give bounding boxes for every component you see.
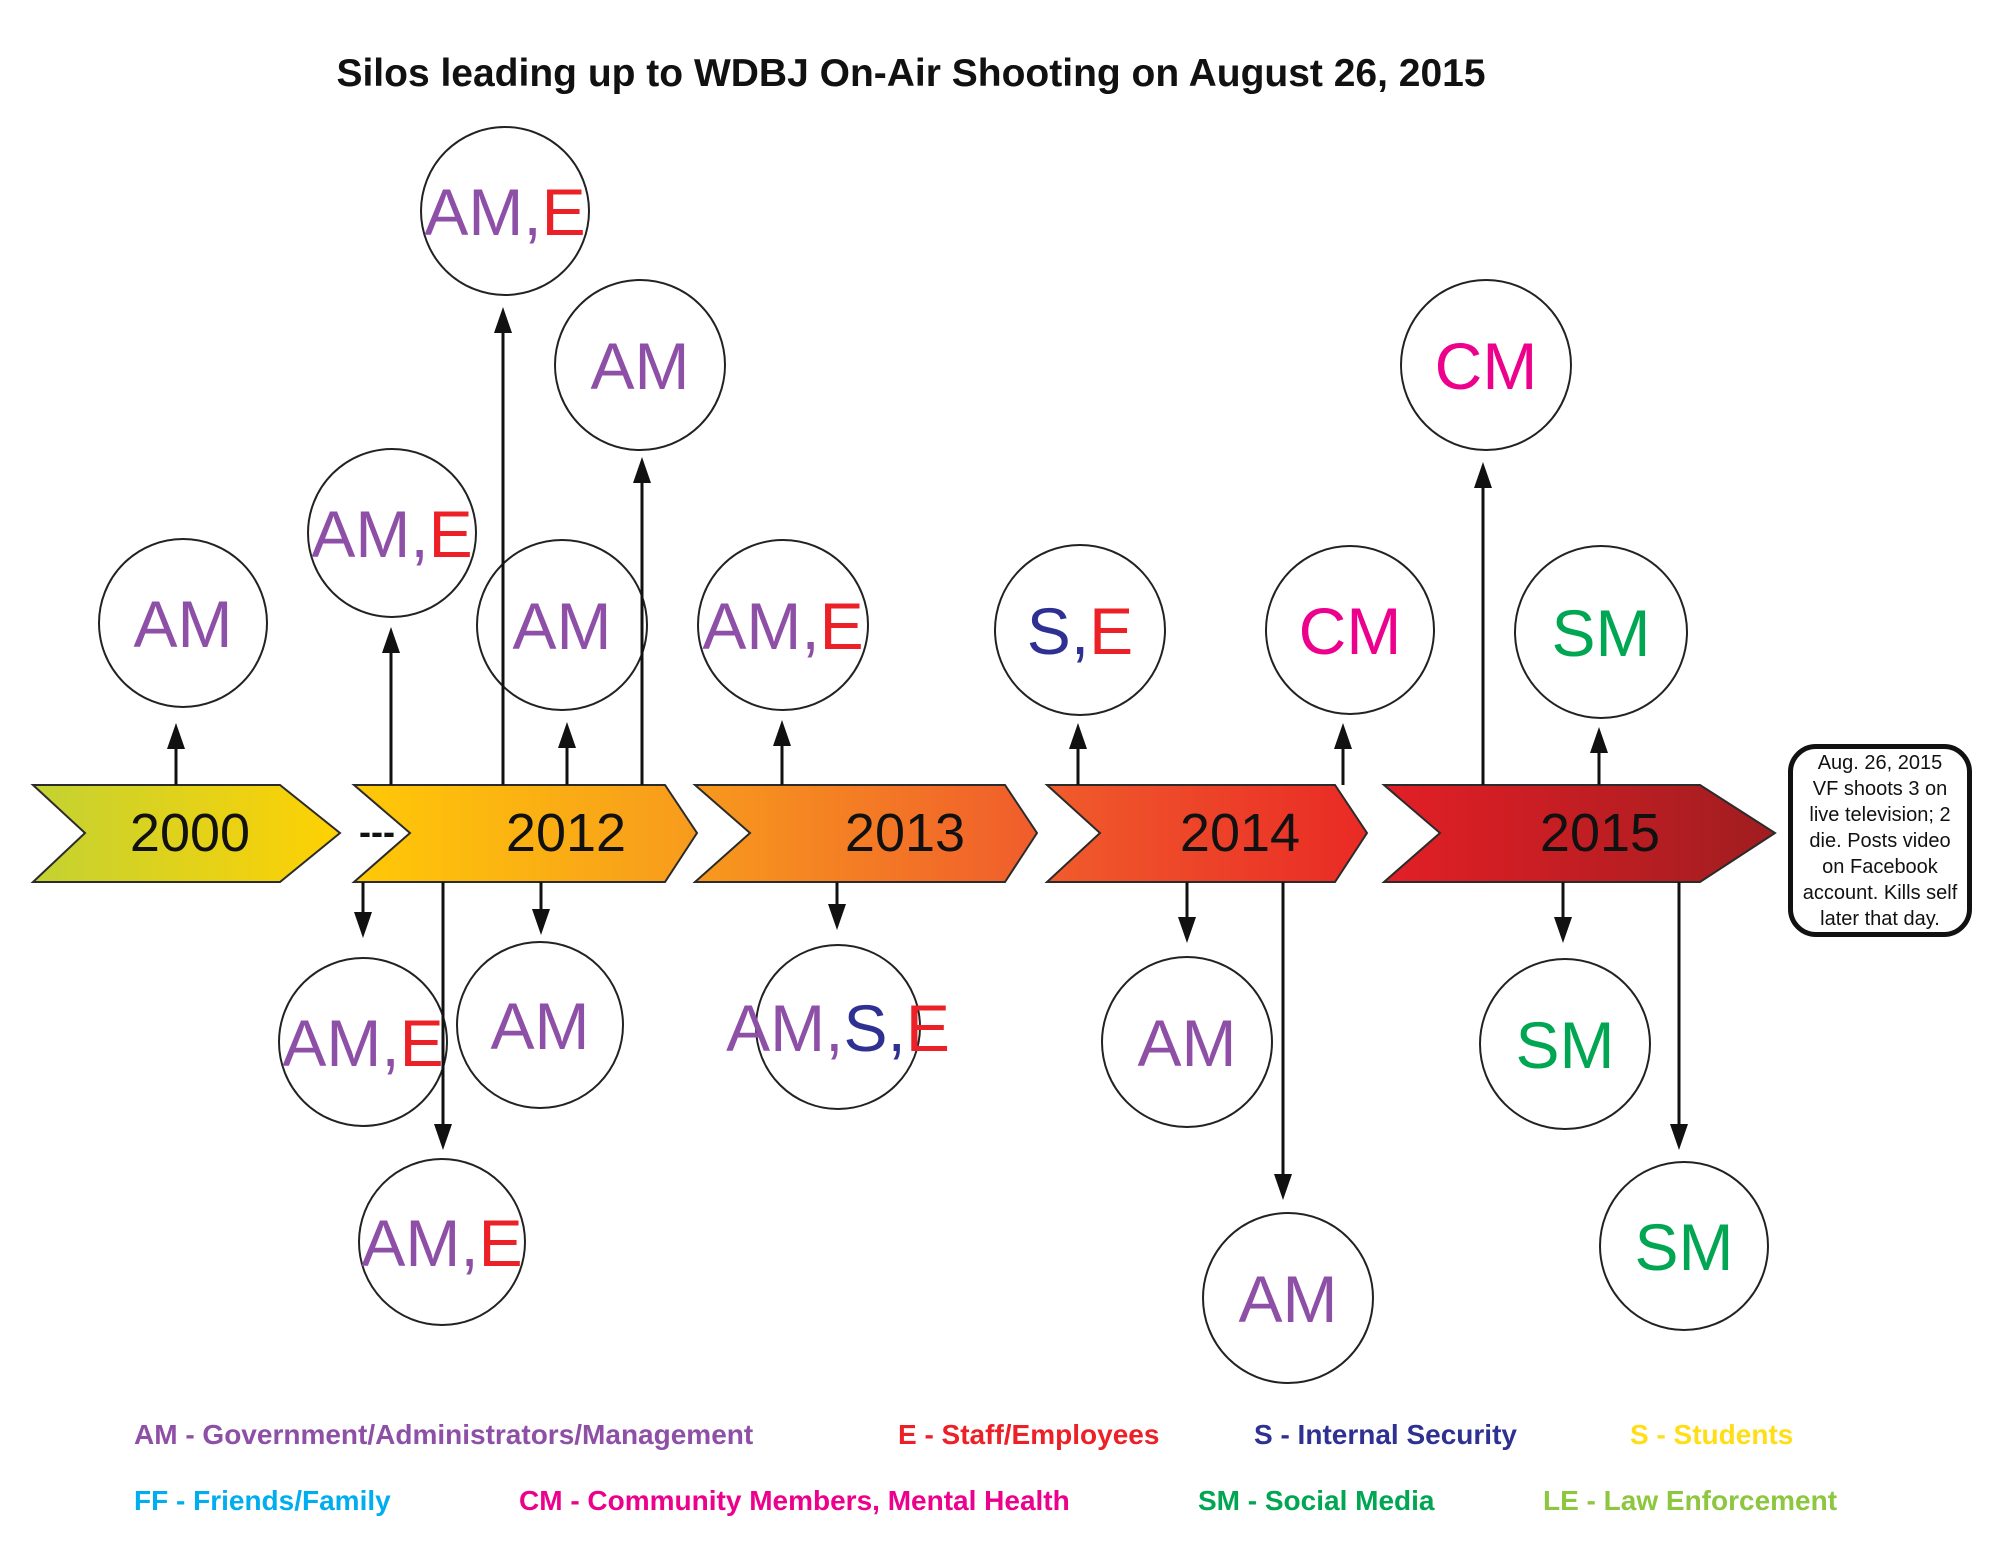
- timeline-segment-2012: [351, 784, 699, 883]
- silo-am-2012-below-label: AM: [491, 989, 590, 1063]
- legend-item-am-0: AM - Government/Administrators/Managemen…: [134, 1419, 754, 1450]
- legend-item-le-7: LE - Law Enforcement: [1543, 1485, 1838, 1516]
- connector-arrow-up: [1334, 723, 1352, 785]
- note-line: Aug. 26, 2015: [1817, 751, 1943, 774]
- silo-am-2012-below: [456, 941, 624, 1109]
- year-label-2000: 2000: [130, 803, 250, 863]
- silo-am-2014-below-2-label: AM: [1239, 1262, 1338, 1336]
- legend-item-cm-5: CM - Community Members, Mental Health: [519, 1485, 1070, 1516]
- final-event-note: Aug. 26, 2015 VF shoots 3 on live televisi…: [1788, 744, 1972, 937]
- silo-ame-2012-above-top-label: AM,E: [424, 175, 585, 249]
- note-line: die. Posts video: [1809, 829, 1951, 852]
- silo-cm-2014-above: [1265, 545, 1435, 715]
- silo-se-2014-above: [994, 544, 1166, 716]
- connector-arrow-down: [1554, 882, 1572, 943]
- silo-amse-2013-below: [755, 944, 921, 1110]
- silo-ame-2013-above-label: AM,E: [702, 589, 863, 663]
- legend-item-s-3: S - Students: [1630, 1419, 1794, 1450]
- connector-arrow-down: [828, 882, 846, 930]
- connector-arrow-up: [167, 723, 185, 785]
- legend-item-ff-4: FF - Friends/Family: [134, 1485, 391, 1516]
- silo-am-2000-above: [98, 538, 268, 708]
- connector-arrow-up: [494, 307, 512, 785]
- timeline-segment-2000: [30, 784, 342, 883]
- connector-arrow-up: [773, 720, 791, 785]
- connector-arrow-up: [633, 457, 651, 785]
- connector-arrow-up: [1474, 462, 1492, 785]
- silo-ame-2013-above: [697, 539, 869, 711]
- silo-am-2012-above-high: [554, 279, 726, 451]
- silo-sm-2015-below-1-label: SM: [1516, 1008, 1615, 1082]
- year-label-2015: 2015: [1540, 803, 1660, 863]
- silo-am-2014-below-1: [1101, 956, 1273, 1128]
- silo-ame-2012-below-2: [358, 1158, 526, 1326]
- note-line: account. Kills self: [1802, 881, 1958, 904]
- connector-arrow-up: [1590, 727, 1608, 785]
- silo-ame-2012-above-1-label: AM,E: [311, 497, 472, 571]
- note-line: later that day.: [1820, 907, 1940, 930]
- silo-ame-2012-above-top: [420, 126, 590, 296]
- connector-arrow-up: [558, 722, 576, 785]
- silo-am-2012-above-low: [476, 539, 648, 711]
- connector-arrow-down: [532, 882, 550, 935]
- silo-am-2014-below-1-label: AM: [1138, 1006, 1237, 1080]
- silo-sm-2015-above: [1514, 545, 1688, 719]
- note-line: on Facebook: [1822, 855, 1938, 878]
- connector-arrow-down: [434, 882, 452, 1150]
- connector-arrow-down: [1670, 882, 1688, 1150]
- note-line: VF shoots 3 on: [1812, 777, 1948, 800]
- connector-arrow-down: [1274, 882, 1292, 1200]
- legend-item-s-2: S - Internal Security: [1254, 1419, 1517, 1450]
- silo-ame-2012-below-1-label: AM,E: [282, 1006, 443, 1080]
- silo-cm-2014-above-label: CM: [1299, 594, 1402, 668]
- silo-sm-2015-below-2-label: SM: [1635, 1210, 1734, 1284]
- silo-ame-2012-below-2-label: AM,E: [361, 1206, 522, 1280]
- year-label-2012: 2012: [506, 803, 626, 863]
- page-title: Silos leading up to WDBJ On-Air Shooting…: [336, 52, 1486, 95]
- connector-arrow-down: [354, 882, 372, 938]
- silo-ame-2012-below-1: [278, 957, 448, 1127]
- year-label-2014: 2014: [1180, 803, 1300, 863]
- silo-sm-2015-below-1: [1479, 958, 1651, 1130]
- legend-item-sm-6: SM - Social Media: [1198, 1485, 1435, 1516]
- timeline-segment-2015: [1381, 784, 1777, 883]
- note-line: live television; 2: [1809, 803, 1951, 826]
- connector-arrow-up: [382, 627, 400, 785]
- silo-cm-2015-above-top-label: CM: [1435, 329, 1538, 403]
- timeline-segment-2013: [692, 784, 1039, 883]
- silo-am-2014-below-2: [1202, 1212, 1374, 1384]
- silo-ame-2012-above-1: [307, 448, 477, 618]
- silo-se-2014-above-label: S,E: [1027, 594, 1133, 668]
- year-label-2013: 2013: [845, 803, 965, 863]
- silo-cm-2015-above-top: [1400, 279, 1572, 451]
- silo-am-2000-above-label: AM: [134, 587, 233, 661]
- timeline-segment-2014: [1044, 784, 1369, 883]
- silo-am-2012-above-high-label: AM: [591, 329, 690, 403]
- timeline-gap-dashes: ---: [359, 811, 395, 852]
- connector-arrow-up: [1069, 723, 1087, 785]
- silo-sm-2015-above-label: SM: [1552, 596, 1651, 670]
- silo-am-2012-above-low-label: AM: [513, 589, 612, 663]
- legend-item-e-1: E - Staff/Employees: [898, 1419, 1160, 1450]
- connector-arrow-down: [1178, 882, 1196, 943]
- silo-amse-2013-below-label: AM,S,E: [726, 991, 950, 1065]
- silo-sm-2015-below-2: [1599, 1161, 1769, 1331]
